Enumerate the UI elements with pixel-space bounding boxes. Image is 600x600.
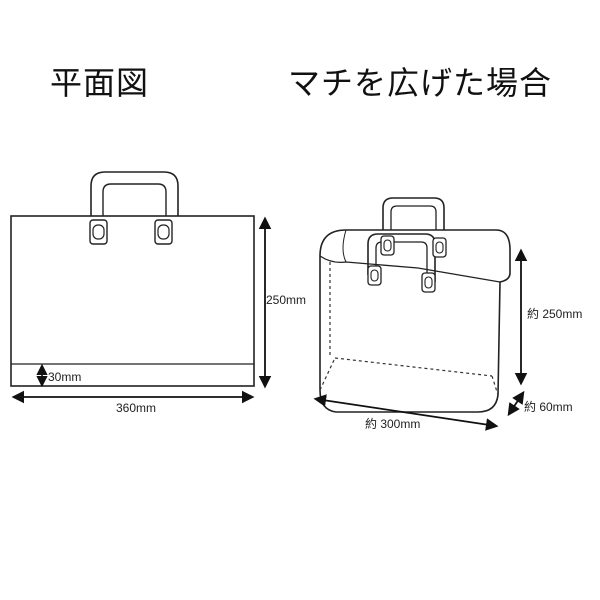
plan-view: 250mm 360mm 30mm (10, 171, 306, 415)
plan-width-label: 360mm (116, 401, 156, 415)
plan-gusset-label: 30mm (48, 370, 81, 384)
expanded-width-arrow (313, 394, 499, 431)
expanded-depth-arrow (507, 390, 525, 417)
plan-view-title: 平面図 (50, 64, 150, 102)
expanded-bag-body (319, 229, 511, 413)
plan-height-label: 250mm (266, 293, 306, 307)
expanded-view-title: マチを広げた場合 (288, 64, 553, 102)
plan-handle (90, 171, 179, 243)
plan-bag-body (10, 215, 255, 387)
expanded-depth-label: 約 60mm (524, 399, 573, 414)
expanded-width-label: 約 300mm (365, 416, 420, 431)
expanded-height-label: 約 250mm (527, 306, 582, 321)
expanded-view: 約 250mm 約 300mm 約 60mm (313, 197, 582, 431)
